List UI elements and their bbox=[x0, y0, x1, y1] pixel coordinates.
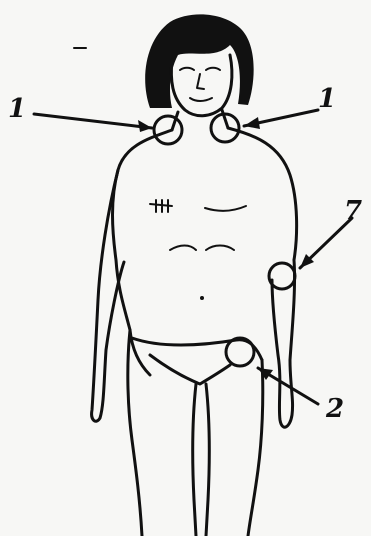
right-leg bbox=[248, 360, 263, 536]
face bbox=[171, 55, 232, 116]
arrow-neck-left bbox=[34, 114, 152, 128]
node-circle-arm bbox=[269, 263, 295, 289]
label-neck-right: 1 bbox=[318, 86, 336, 112]
eye-right bbox=[206, 68, 220, 70]
eye-left bbox=[180, 68, 194, 70]
right-leg-inner bbox=[206, 384, 209, 536]
left-arm bbox=[92, 170, 124, 421]
left-leg-inner bbox=[193, 384, 196, 536]
node-circle-groin bbox=[226, 338, 254, 366]
crotch-line bbox=[150, 355, 230, 384]
chest-line-right bbox=[205, 206, 246, 211]
arrow-neck-left-head bbox=[138, 120, 152, 132]
arrow-neck-right-head bbox=[244, 117, 260, 129]
label-arm: 7 bbox=[344, 198, 362, 224]
navel bbox=[200, 296, 204, 300]
label-groin: 2 bbox=[326, 396, 344, 422]
ribcage bbox=[170, 246, 234, 251]
mouth bbox=[190, 98, 212, 101]
torso-outline bbox=[113, 130, 173, 375]
chest-line bbox=[150, 200, 172, 212]
hair bbox=[145, 14, 253, 108]
nose bbox=[197, 74, 204, 89]
label-neck-left: 1 bbox=[8, 96, 26, 122]
torso-outline-right bbox=[228, 128, 297, 260]
